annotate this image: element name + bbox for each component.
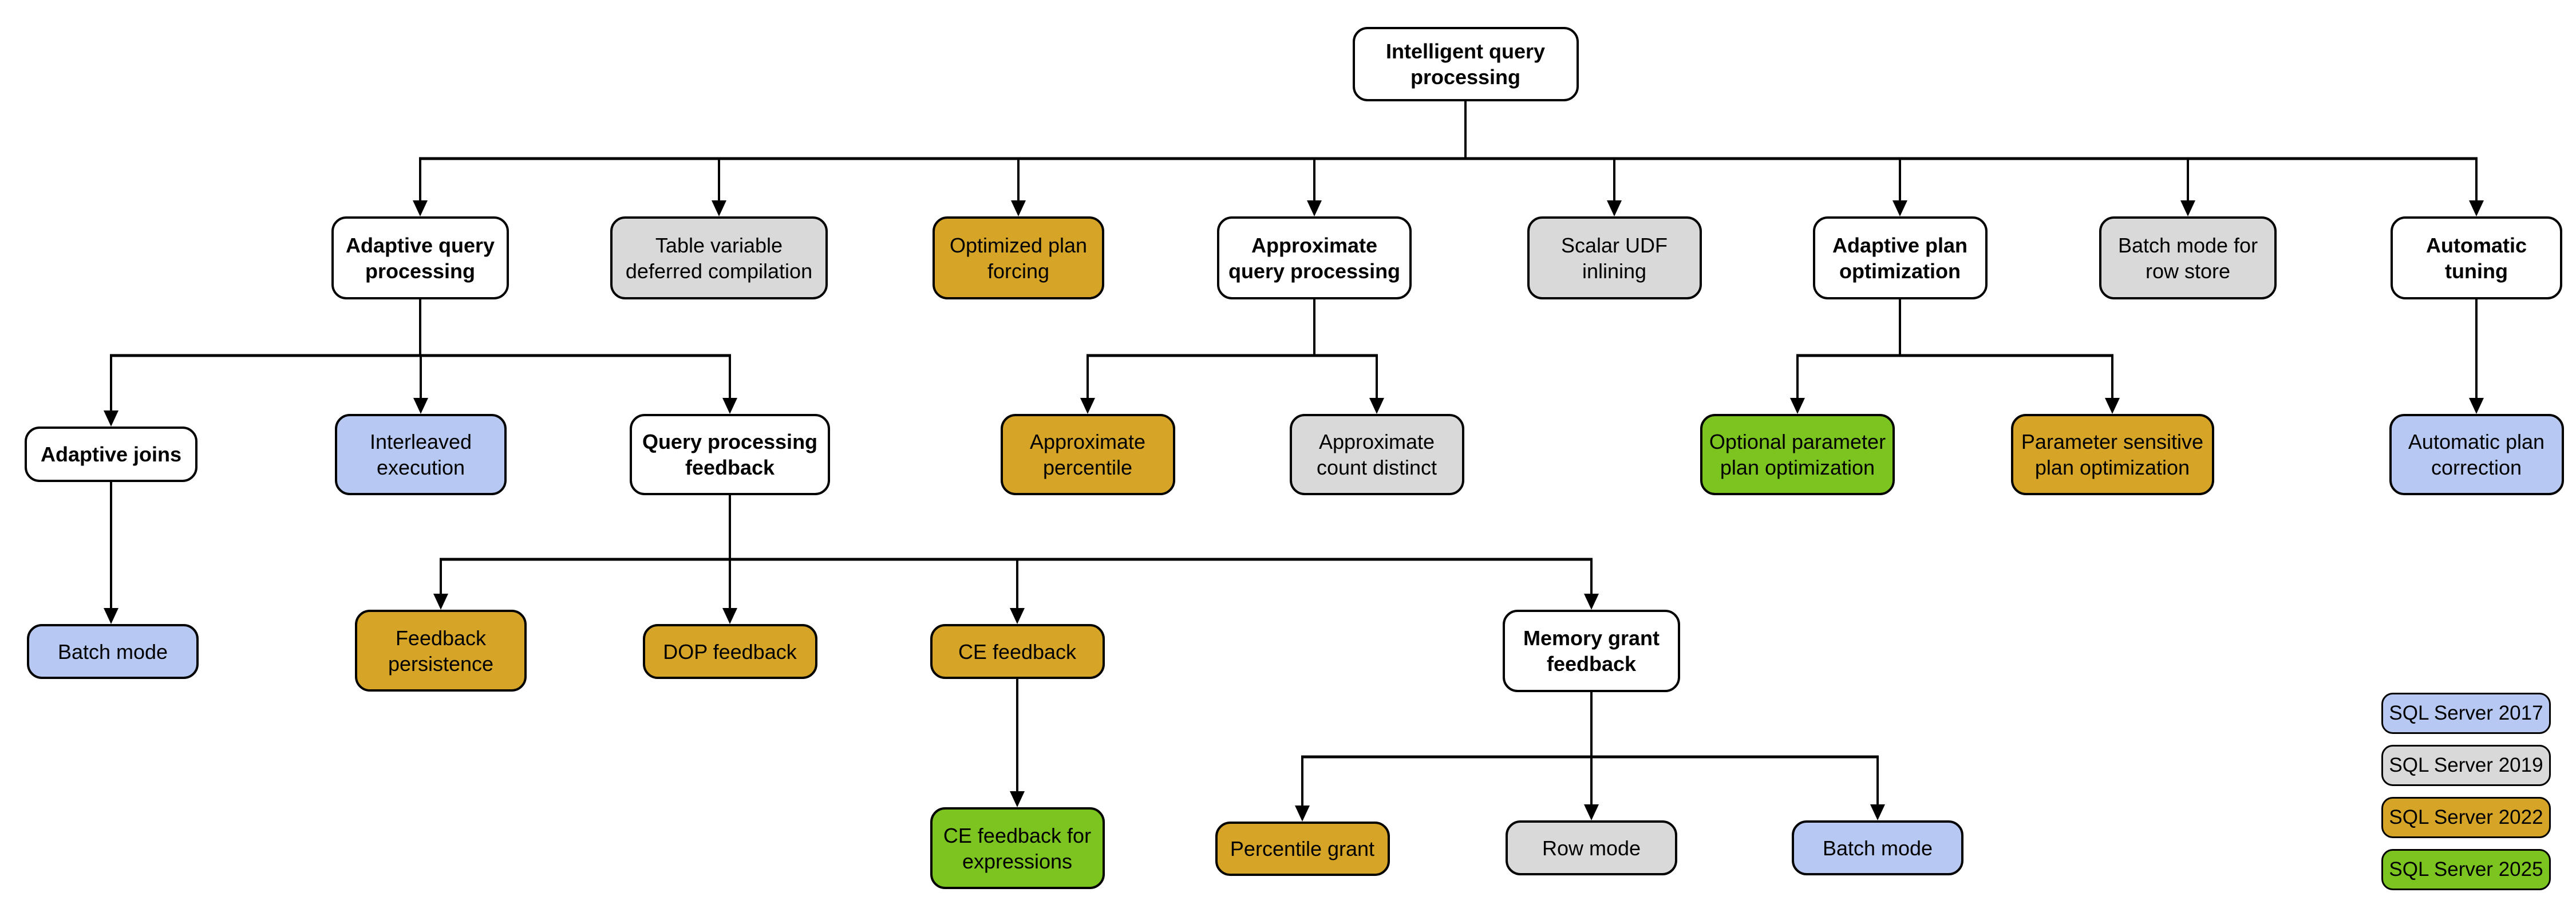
node-aqp: Adaptive query processing [331,216,509,299]
edge-iqp-to-apo-arrow-head-icon [1893,200,1907,216]
node-label-sui: Scalar UDF inlining [1560,233,1668,283]
edge-aqp-to-qpf-arrow-head-icon [722,398,737,414]
node-aqproc: Approximate query processing [1217,216,1412,299]
legend-item-label: SQL Server 2017 [2389,702,2543,724]
node-label-at: Automatic tuning [2425,233,2527,283]
node-label-aqp: Adaptive query processing [345,233,495,283]
node-label-cefe: CE feedback for expressions [943,823,1092,873]
node-label-apc: Automatic plan correction [2408,430,2545,479]
node-aj: Adaptive joins [25,427,197,482]
node-label-tvdc: Table variable deferred compilation [625,233,813,283]
edge-cef-to-cefe-arrow-head-icon [1010,791,1025,807]
legend-item-sql-server-2019: SQL Server 2019 [2381,745,2551,786]
node-label-bmrs: Batch mode for row store [2117,233,2258,283]
edge-qpf-to-mgf-arrow-head-icon [1584,594,1599,610]
node-rm: Row mode [1506,820,1677,875]
node-bm2: Batch mode [1792,820,1963,875]
legend-item-sql-server-2017: SQL Server 2017 [2381,693,2551,734]
legend-item-sql-server-2025: SQL Server 2025 [2381,849,2551,890]
node-label-rm: Row mode [1542,836,1641,860]
node-label-aj: Adaptive joins [40,443,182,466]
node-label-pspo: Parameter sensitive plan optimization [2021,430,2204,479]
node-label-cef: CE feedback [958,639,1077,664]
legend-item-sql-server-2022: SQL Server 2022 [2381,797,2551,838]
edge-aqproc-to-acd-arrow-head-icon [1369,398,1384,414]
edge-mgf-to-bm2-arrow-head-icon [1870,804,1885,820]
node-apct: Approximate percentile [1000,414,1175,495]
node-mgf: Memory grant feedback [1503,610,1680,692]
edge-apo-to-oppo-arrow-head-icon [1790,398,1805,414]
node-bm1: Batch mode [27,624,199,679]
node-label-pg: Percentile grant [1230,837,1375,860]
node-label-opf: Optimized plan forcing [949,233,1088,283]
node-label-ie: Interleaved execution [369,430,472,479]
node-bmrs: Batch mode for row store [2099,216,2277,299]
edge-qpf-to-dop-arrow-head-icon [722,608,737,624]
node-acd: Approximate count distinct [1289,414,1464,495]
node-opf: Optimized plan forcing [933,216,1104,299]
legend-item-label: SQL Server 2019 [2389,754,2543,776]
node-apc: Automatic plan correction [2389,414,2564,495]
node-label-bm1: Batch mode [57,639,168,664]
edge-qpf-to-cef-arrow-head-icon [1010,608,1025,624]
node-tvdc: Table variable deferred compilation [610,216,828,299]
legend-item-label: SQL Server 2022 [2389,806,2543,828]
node-label-aqproc: Approximate query processing [1228,233,1401,283]
node-oppo: Optional parameter plan optimization [1700,414,1895,495]
node-pg: Percentile grant [1215,822,1390,876]
edge-aqp-to-ie-arrow-head-icon [413,398,428,414]
edge-iqp-to-aqproc-arrow-head-icon [1307,200,1322,216]
node-label-apo: Adaptive plan optimization [1832,233,1968,283]
node-pspo: Parameter sensitive plan optimization [2010,414,2214,495]
edge-aqp-to-aj-arrow-head-icon [104,410,118,427]
edge-apo-to-pspo-arrow-head-icon [2105,398,2120,414]
node-label-bm2: Batch mode [1822,836,1933,860]
edge-iqp-to-opf-arrow-head-icon [1011,200,1026,216]
node-iqp: Intelligent query processing [1352,27,1579,101]
edge-at-to-apc-arrow-head-icon [2469,398,2484,414]
node-qpf: Query processing feedback [630,414,830,495]
edge-mgf-to-pg-arrow-head-icon [1295,806,1310,822]
node-label-acd: Approximate count distinct [1316,430,1437,479]
edge-mgf-to-rm-arrow-head-icon [1584,804,1599,820]
node-ie: Interleaved execution [335,414,507,495]
node-label-iqp: Intelligent query processing [1385,40,1546,89]
legend-item-label: SQL Server 2025 [2389,858,2543,881]
edge-iqp-to-tvdc-arrow-head-icon [712,200,726,216]
node-label-dop: DOP feedback [663,639,797,664]
edge-iqp-to-at-arrow-head-icon [2469,200,2484,216]
node-dop: DOP feedback [642,624,817,679]
edge-iqp-to-aqp-arrow-head-icon [413,200,428,216]
edge-qpf-to-fp-arrow-head-icon [433,594,448,610]
edge-aqproc-to-apct-arrow-head-icon [1080,398,1095,414]
node-at: Automatic tuning [2391,216,2562,299]
edge-aj-to-bm1-arrow-head-icon [104,608,118,624]
node-label-qpf: Query processing feedback [642,430,818,479]
node-label-apct: Approximate percentile [1029,430,1146,479]
edge-iqp-to-bmrs-arrow-head-icon [2180,200,2195,216]
node-apo: Adaptive plan optimization [1812,216,1988,299]
node-label-fp: Feedback persistence [388,626,494,676]
node-fp: Feedback persistence [355,610,527,692]
node-cefe: CE feedback for expressions [930,807,1105,889]
edge-iqp-to-sui-arrow-head-icon [1607,200,1622,216]
node-label-mgf: Memory grant feedback [1523,626,1660,676]
node-label-oppo: Optional parameter plan optimization [1709,430,1886,479]
node-sui: Scalar UDF inlining [1527,216,1702,299]
node-cef: CE feedback [930,624,1105,679]
